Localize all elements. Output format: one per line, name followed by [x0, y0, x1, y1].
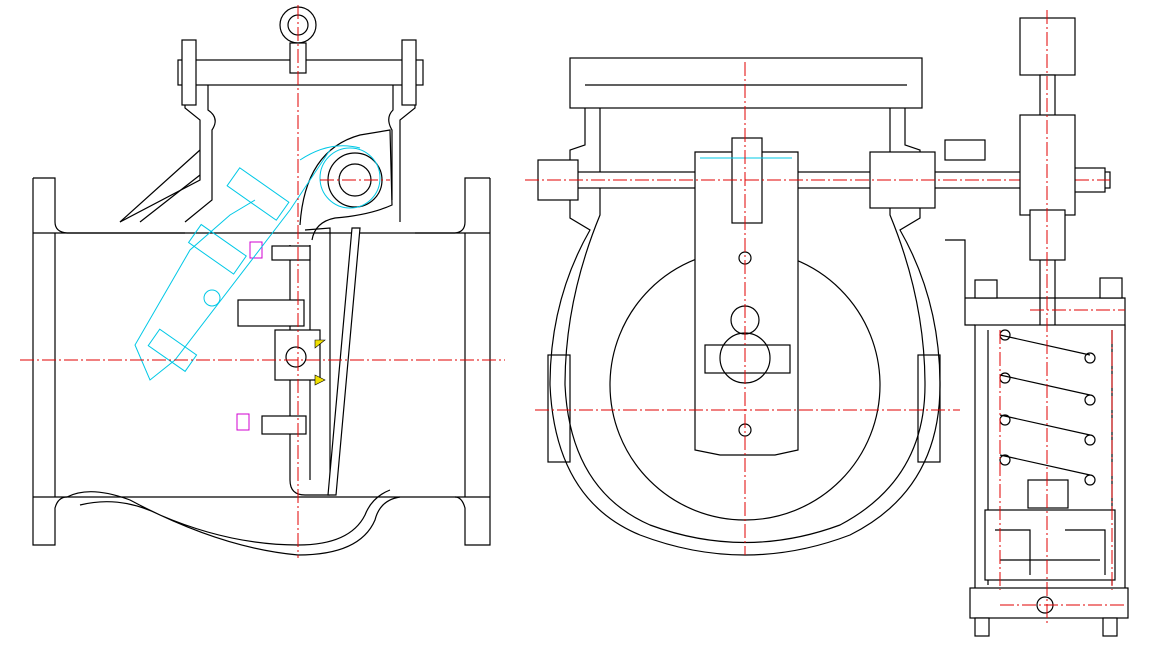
disc-bolt-2	[237, 299, 305, 327]
marker-lower	[314, 374, 326, 386]
cover-bolt-right	[401, 39, 417, 106]
front-cover	[569, 57, 923, 109]
hinge-bracket	[299, 129, 393, 241]
body-bore	[33, 232, 490, 498]
front-flange-right	[917, 354, 941, 463]
base-bolt-left	[974, 617, 990, 637]
bolt-highlight-lower	[236, 413, 250, 431]
bracket-bolt-right	[1099, 277, 1123, 299]
spring-seat-nut	[1027, 479, 1069, 509]
marker-upper	[314, 339, 326, 349]
disc-bolt-3	[261, 415, 307, 435]
disc-nut-hole	[285, 346, 307, 368]
bonnet-left-wall	[119, 85, 216, 223]
bracket-bolt-left	[974, 279, 998, 299]
front-body-outline	[549, 108, 941, 556]
disc-plate	[327, 227, 361, 496]
disc-open-position	[134, 145, 361, 381]
gland-bolt	[944, 139, 986, 161]
damper-cylinder	[984, 509, 1116, 581]
front-section-view	[525, 57, 1111, 556]
actuator-base	[969, 587, 1129, 619]
hinge-alt-circle	[319, 147, 381, 209]
cover-bolt-left	[181, 39, 197, 106]
disc-bolt-1	[271, 245, 311, 261]
actuator-view	[945, 10, 1129, 637]
front-flange-left	[547, 354, 571, 463]
front-disc-arm	[694, 151, 799, 456]
arm-pivot-block	[704, 344, 791, 374]
side-section-view	[20, 5, 505, 558]
damper-internals	[995, 529, 1106, 575]
body-belly	[66, 489, 401, 556]
actuator-bracket	[945, 239, 1126, 330]
bolt-highlight-upper	[249, 241, 263, 259]
bonnet-rib	[119, 149, 201, 223]
base-bolt-right	[1102, 617, 1118, 637]
